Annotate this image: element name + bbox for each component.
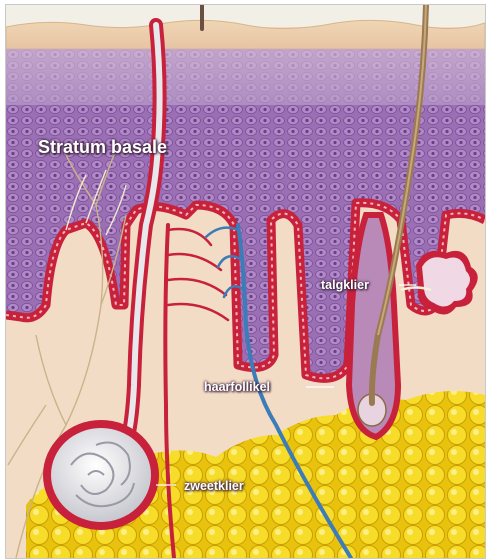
sweat-gland	[51, 428, 151, 522]
label-haarfollikel: haarfollikel	[204, 380, 270, 394]
stratum-corneum	[6, 20, 485, 49]
skin-cross-section	[6, 5, 485, 558]
label-stratum-basale: Stratum basale	[38, 137, 167, 158]
illustration-frame: Stratum basale talgklier haarfollikel zw…	[5, 4, 486, 559]
label-zweetklier: zweetklier	[184, 479, 244, 493]
label-talgklier: talgklier	[321, 278, 369, 292]
